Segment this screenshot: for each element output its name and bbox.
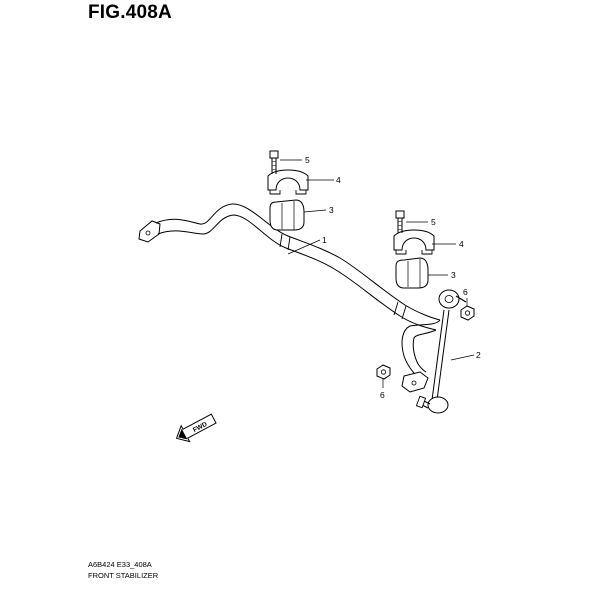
stabilizer-bar[interactable] xyxy=(138,203,441,393)
stabilizer-link[interactable] xyxy=(415,289,467,414)
bracket-upper[interactable] xyxy=(267,169,309,195)
callout-2: 2 xyxy=(476,350,481,360)
fwd-arrow-icon: FWD xyxy=(175,413,217,443)
figure-title: FIG.408A xyxy=(88,2,172,23)
callout-5-lower: 5 xyxy=(431,217,436,227)
bracket-lower[interactable] xyxy=(393,229,435,255)
callout-4-upper: 4 xyxy=(336,175,341,185)
callout-1: 1 xyxy=(322,235,327,245)
callout-3-lower: 3 xyxy=(451,270,456,280)
callout-6-upper: 6 xyxy=(463,287,468,297)
figure-code: A6B424 E33_408A xyxy=(88,560,152,569)
bushing-upper[interactable] xyxy=(269,199,305,231)
nut-lower[interactable] xyxy=(376,364,391,380)
callout-3-upper: 3 xyxy=(329,205,334,215)
leader-lines xyxy=(280,159,475,388)
callout-4-lower: 4 xyxy=(459,239,464,249)
callout-6-lower: 6 xyxy=(380,390,385,400)
nut-upper[interactable] xyxy=(460,305,475,321)
bolt-lower[interactable] xyxy=(395,210,405,233)
callout-5-upper: 5 xyxy=(305,155,310,165)
figure-name: FRONT STABILIZER xyxy=(88,571,159,580)
bolt-upper[interactable] xyxy=(269,150,279,174)
bushing-lower[interactable] xyxy=(395,257,429,289)
